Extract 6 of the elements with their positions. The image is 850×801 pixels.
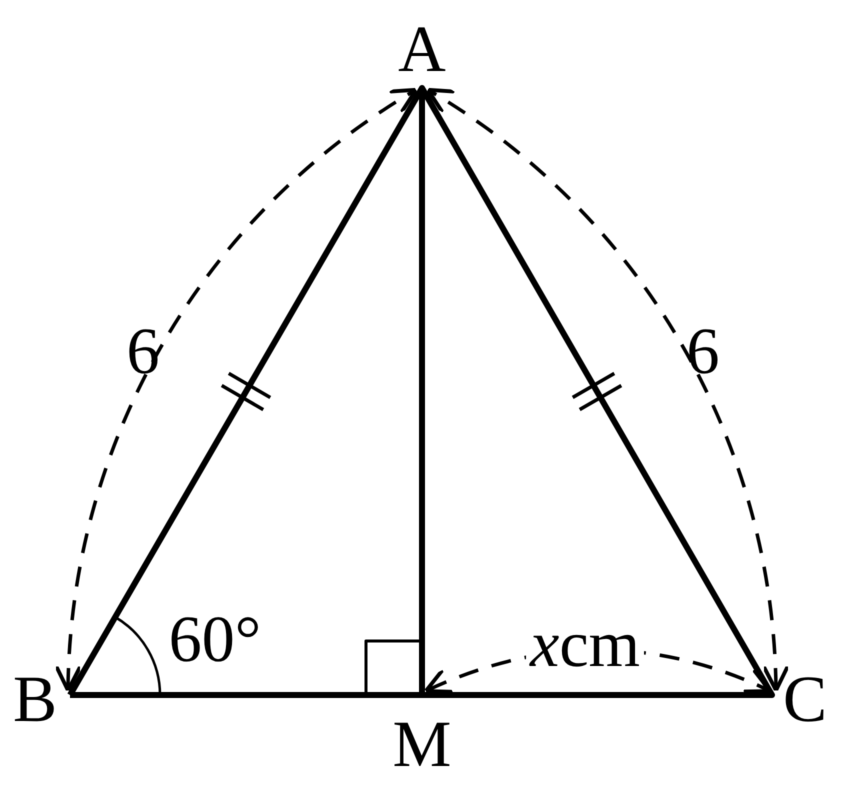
length-label: 6 [686, 319, 720, 385]
vertex-label: B [12, 667, 58, 733]
angle-label: 60° [168, 607, 262, 673]
vertex-label: C [782, 667, 828, 733]
vertex-label: A [398, 17, 446, 83]
vertex-label: M [392, 712, 452, 778]
